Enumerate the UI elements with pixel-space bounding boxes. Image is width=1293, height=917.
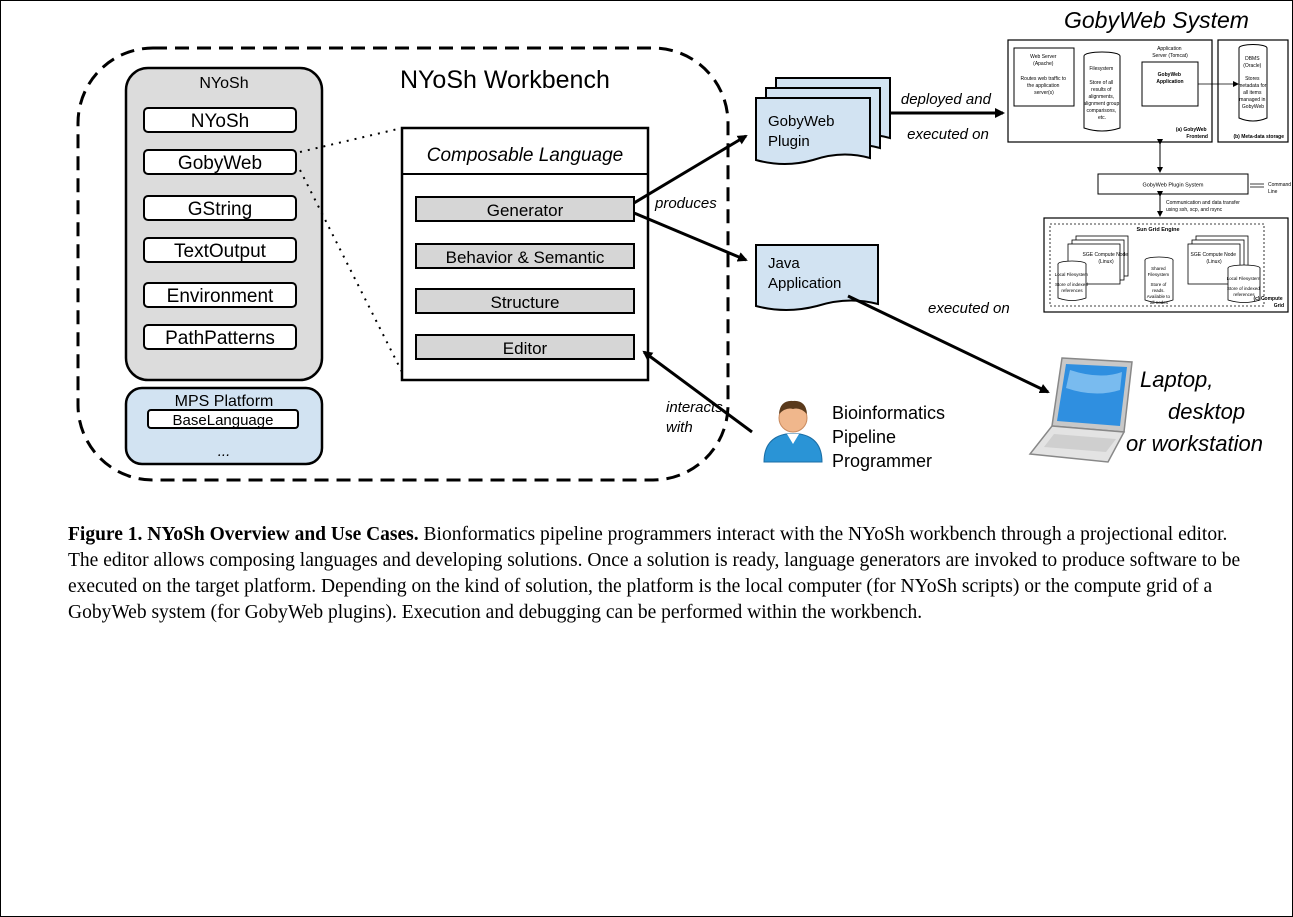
gobyweb-plugin-label: GobyWeb Plugin: [768, 113, 839, 150]
layer-label-structure: Structure: [491, 293, 560, 312]
gobyweb-plugin-document: GobyWeb Plugin: [755, 77, 891, 165]
language-box-baselanguage: [147, 409, 299, 429]
java-application-label: Java Application: [768, 255, 841, 292]
language-box-textoutput: [143, 237, 297, 263]
local-fs-left-icon: [1057, 260, 1087, 301]
workbench-title: NYoSh Workbench: [400, 66, 610, 94]
layer-box-editor: [415, 334, 635, 360]
deployed-label: deployed and executed on: [901, 91, 995, 143]
web-server-box: [1013, 47, 1075, 107]
gobyweb-app-label: GobyWeb Application: [1156, 72, 1183, 85]
zoom-connector-bottom: [299, 169, 403, 373]
workbench-boundary: [76, 46, 730, 482]
overview-diagram: NYoSh Workbench NYoSh NYoSh GobyWeb GStr…: [76, 7, 1292, 482]
mps-platform-ellipsis: ...: [218, 443, 231, 460]
mps-platform-title: MPS Platform: [175, 393, 274, 410]
sge-node-right-label: SGE Compute Node (Linux): [1191, 252, 1238, 265]
language-layers: Generator Behavior & Semantic Structure …: [415, 196, 635, 360]
caption-bold: Figure 1. NYoSh Overview and Use Cases.: [68, 524, 419, 545]
language-box-pathpatterns: [143, 324, 297, 350]
layer-label-generator: Generator: [487, 201, 564, 220]
language-label-baselanguage: BaseLanguage: [173, 412, 274, 429]
plugin-system-box: [1097, 173, 1249, 195]
programmer-avatar-icon: [763, 400, 823, 463]
command-line-arrow: [1250, 183, 1264, 188]
filesystem-label: Filesystem Store of all results of align…: [1083, 66, 1120, 121]
plugin-system-label: GobyWeb Plugin System: [1142, 183, 1203, 189]
interacts-label: interacts with: [666, 399, 727, 436]
language-label-pathpatterns: PathPatterns: [165, 328, 275, 349]
language-label-textoutput: TextOutput: [174, 241, 267, 262]
arrow-user-to-editor: [642, 350, 753, 434]
app-server-label: Application Server (Tomcat): [1152, 46, 1188, 59]
arrow-generator-to-java: [633, 211, 748, 262]
metadata-caption: (b) Meta-data storage: [1233, 134, 1284, 140]
language-label-nyosh: NYoSh: [191, 111, 249, 132]
dbms-database-icon: [1238, 44, 1268, 122]
nyosh-group-title: NYoSh: [199, 75, 248, 92]
executed-on-label: executed on: [928, 300, 1010, 317]
laptop-icon: [1028, 357, 1133, 463]
layer-label-editor: Editor: [503, 339, 548, 358]
gobyweb-system-title: GobyWeb System: [1064, 7, 1249, 33]
language-label-gstring: GString: [188, 199, 252, 220]
local-fs-right-icon: [1227, 264, 1261, 303]
caption-text: Bionformatics pipeline programmers inter…: [68, 524, 1241, 623]
local-fs-left-label: Local Filesystem Store of indexed refere…: [1055, 272, 1090, 293]
layer-box-behavior: [415, 243, 635, 269]
produces-label: produces: [654, 195, 717, 212]
command-line-label: Command Line: [1268, 182, 1292, 195]
arrow-java-to-laptop: [847, 294, 1050, 394]
language-label-gobyweb: GobyWeb: [178, 153, 262, 174]
filesystem-database-icon: [1083, 51, 1121, 132]
frontend-caption: (a) GobyWeb Frontend: [1176, 127, 1208, 140]
grid-caption: (c) Compute Grid: [1253, 296, 1284, 309]
language-label-environment: Environment: [167, 286, 274, 307]
layer-box-generator: [415, 196, 635, 222]
gobyweb-architecture: Web Server (Apache) Routes web traffic t…: [1007, 39, 1292, 313]
composable-language-title: Composable Language: [427, 145, 624, 166]
programmer-label: Bioinformatics Pipeline Programmer: [832, 403, 950, 471]
language-box-nyosh: [143, 107, 297, 133]
sge-label: Sun Grid Engine: [1136, 227, 1179, 233]
dbms-label: DBMS (Oracle) Stores metadata for all it…: [1238, 56, 1267, 110]
transfer-note: Communication and data transfer using ss…: [1166, 200, 1241, 213]
sge-node-left-label: SGE Compute Node (Linux): [1083, 252, 1130, 265]
shared-fs-icon: [1144, 256, 1174, 303]
layer-label-behavior: Behavior & Semantic: [446, 248, 605, 267]
language-box-environment: [143, 282, 297, 308]
layer-box-structure: [415, 288, 635, 314]
laptop-label: Laptop, desktop or workstation: [1126, 367, 1263, 456]
nyosh-language-list: NYoSh GobyWeb GString TextOutput Environ…: [143, 107, 297, 350]
java-application-document: Java Application: [755, 244, 879, 311]
language-box-gobyweb: [143, 149, 297, 175]
language-box-gstring: [143, 195, 297, 221]
figure-caption: Figure 1. NYoSh Overview and Use Cases. …: [68, 522, 1248, 626]
shared-fs-label: Shared Filesystem Store of reads. Availa…: [1147, 266, 1171, 305]
arrow-generator-to-plugin: [633, 134, 748, 205]
web-server-label: Web Server (Apache) Routes web traffic t…: [1021, 54, 1068, 96]
local-fs-right-label: Local Filesystem Store of indexed refere…: [1227, 276, 1262, 297]
zoom-connector-top: [299, 127, 403, 153]
